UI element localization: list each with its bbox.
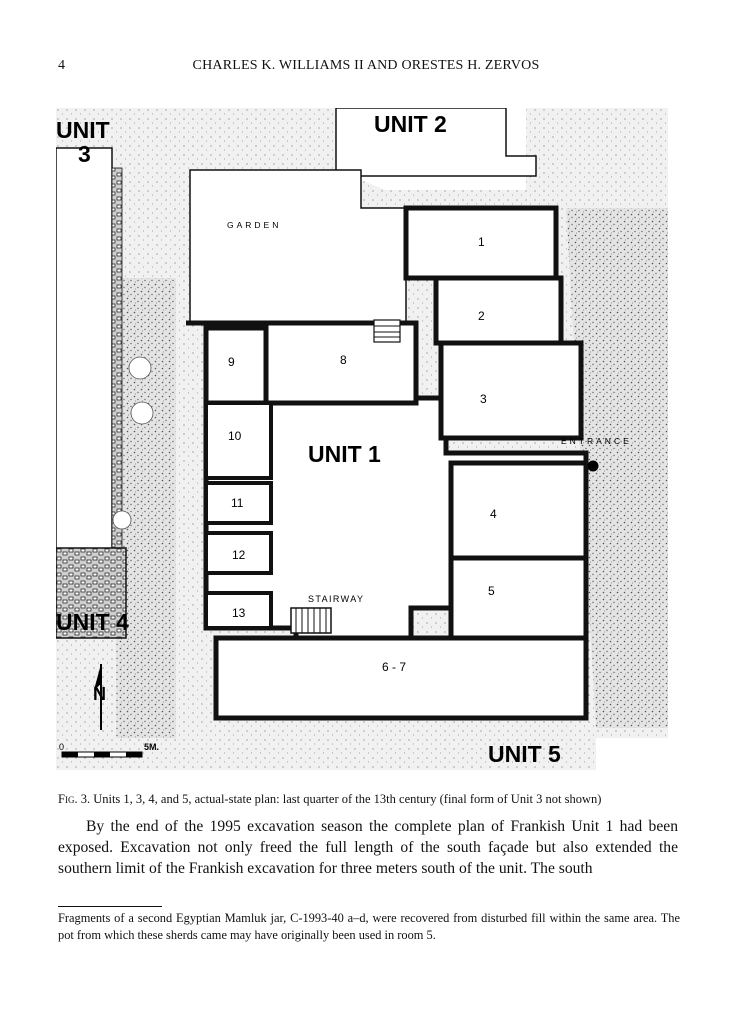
room-6-7-label: 6 - 7 xyxy=(382,660,406,674)
room-10-label: 10 xyxy=(228,429,242,443)
scale-end: 5M. xyxy=(144,742,159,752)
room-13 xyxy=(204,591,273,630)
room-2 xyxy=(433,275,564,346)
room-13-label: 13 xyxy=(232,606,246,620)
room-10 xyxy=(204,401,273,480)
room-3-label: 3 xyxy=(480,392,487,406)
page-number: 4 xyxy=(58,58,65,73)
north-arrow-icon: N xyxy=(93,664,106,730)
figure-caption-label: Fig. 3. xyxy=(58,792,91,806)
scale-bar: 0 5M. xyxy=(59,742,159,758)
garden-label: GARDEN xyxy=(227,220,281,230)
unit3-label-line1: UNIT xyxy=(56,117,110,143)
entrance-label: ENTRANCE xyxy=(561,436,632,446)
room-9-label: 9 xyxy=(228,355,235,369)
room-4-label: 4 xyxy=(490,507,497,521)
running-head: CHARLES K. WILLIAMS II AND ORESTES H. ZE… xyxy=(192,58,540,73)
room-12 xyxy=(204,531,273,575)
site-plan-drawing: UNIT 3 UNIT 2 UNIT 1 UNIT 4 UNIT 5 1 2 3… xyxy=(56,108,668,770)
north-label: N xyxy=(93,684,106,704)
room-6-7 xyxy=(213,635,589,721)
room-4 xyxy=(448,460,589,561)
body-paragraph: By the end of the 1995 excavation season… xyxy=(58,818,678,877)
room-3 xyxy=(438,340,584,441)
feature-circle xyxy=(130,401,154,425)
stairway-steps xyxy=(290,607,332,634)
room-2-label: 2 xyxy=(478,309,485,323)
unit3-label-line2: 3 xyxy=(78,141,91,167)
feature-circle xyxy=(128,356,152,380)
footnote-rule xyxy=(58,906,162,907)
room-8-label: 8 xyxy=(340,353,347,367)
entrance-marker xyxy=(587,460,599,472)
unit4-area xyxy=(56,547,127,639)
unit5-label: UNIT 5 xyxy=(488,741,561,767)
unit1-label: UNIT 1 xyxy=(308,441,381,467)
figure-caption-text: Units 1, 3, 4, and 5, actual-state plan:… xyxy=(93,792,602,806)
room-9 xyxy=(203,325,269,406)
stairway-label: STAIRWAY xyxy=(308,594,364,604)
feature-circle xyxy=(112,510,132,530)
west-stipple xyxy=(116,278,176,738)
unit3-wall xyxy=(111,167,123,609)
room-11 xyxy=(204,481,273,525)
room8-stair-block xyxy=(373,319,401,343)
room-11-label: 11 xyxy=(231,496,244,510)
scale-zero: 0 xyxy=(59,742,64,752)
site-plan-figure: UNIT 3 UNIT 2 UNIT 1 UNIT 4 UNIT 5 1 2 3… xyxy=(56,108,668,770)
room-5-label: 5 xyxy=(488,584,495,598)
room-1-label: 1 xyxy=(478,235,485,249)
unit4-label: UNIT 4 xyxy=(56,609,129,635)
east-stipple xyxy=(566,208,668,728)
footnote: Fragments of a second Egyptian Mamluk ja… xyxy=(58,911,680,942)
unit2-label: UNIT 2 xyxy=(374,111,447,137)
room-12-label: 12 xyxy=(232,548,246,562)
figure-caption: Fig. 3. Units 1, 3, 4, and 5, actual-sta… xyxy=(58,792,678,807)
